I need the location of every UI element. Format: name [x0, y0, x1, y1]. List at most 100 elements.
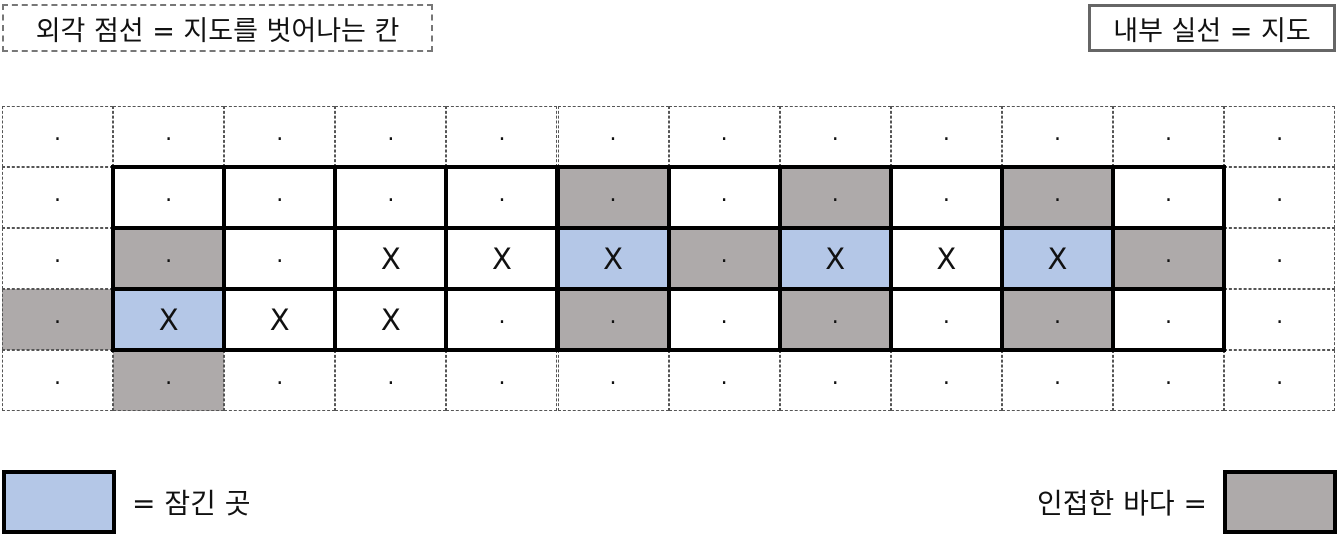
legend-adjacent-sea-label: 인접한 바다 =	[1036, 487, 1207, 520]
grid-cell-r1-c6: .	[668, 167, 780, 228]
grid-cell-r1-c8: .	[890, 167, 1002, 228]
map-cell-border	[777, 287, 893, 352]
grid-cell-r4-c9: .	[1001, 350, 1113, 411]
map-cell-border	[888, 226, 1004, 291]
map-cell-border	[111, 226, 227, 291]
map-cell-border	[444, 226, 560, 291]
legend-outside-map: 외각 점선 = 지도를 벗어나는 칸	[2, 4, 433, 52]
map-cell-border	[111, 165, 227, 230]
grid-cell-r4-c4: .	[446, 350, 558, 411]
map-cell-border	[333, 226, 449, 291]
legend-submerged-label: = 잠긴 곳	[132, 487, 251, 520]
grid-cell-r0-c5: .	[557, 106, 669, 167]
legend-submerged-swatch	[2, 470, 116, 534]
grid-cell-r1-c9: .	[1001, 167, 1113, 228]
grid-cell-r1-c1: .	[113, 167, 225, 228]
grid-cell-r0-c7: .	[779, 106, 891, 167]
grid-cell-r2-c2: .	[224, 228, 336, 289]
map-cell-border	[555, 226, 671, 291]
grid-cell-r0-c1: .	[113, 106, 225, 167]
grid-cell-r4-c2: .	[224, 350, 336, 411]
legend-adjacent-sea: 인접한 바다 =	[1037, 470, 1337, 534]
map-cell-border	[444, 165, 560, 230]
grid-cell-r2-c1: .	[113, 228, 225, 289]
grid-cell-r0-c4: .	[446, 106, 558, 167]
grid-cell-r0-c0: .	[2, 106, 114, 167]
map-cell-border	[444, 287, 560, 352]
grid-cell-r4-c3: .	[335, 350, 447, 411]
map-cell-border	[1111, 165, 1227, 230]
grid-cell-r4-c6: .	[668, 350, 780, 411]
map-cell-border	[222, 226, 338, 291]
map-cell-border	[666, 287, 782, 352]
grid-cell-r4-c8: .	[890, 350, 1002, 411]
grid-cell-r3-c3: X	[335, 289, 447, 350]
grid-cell-r0-c2: .	[224, 106, 336, 167]
legend-adjacent-sea-swatch	[1223, 470, 1337, 534]
grid-cell-r0-c9: .	[1001, 106, 1113, 167]
grid-cell-r2-c6: .	[668, 228, 780, 289]
grid-cell-r3-c0: .	[2, 289, 114, 350]
grid-cell-r3-c5: .	[557, 289, 669, 350]
grid-cell-r1-c7: .	[779, 167, 891, 228]
legend-map-area-label: 내부 실선 = 지도	[1113, 15, 1311, 47]
map-cell-border	[222, 165, 338, 230]
map-cell-border	[666, 165, 782, 230]
grid-cell-r4-c1: .	[113, 350, 225, 411]
map-cell-border	[888, 165, 1004, 230]
map-cell-border	[333, 287, 449, 352]
grid-cell-r2-c4: X	[446, 228, 558, 289]
grid-cell-r0-c8: .	[890, 106, 1002, 167]
grid-cell-r4-c0: .	[2, 350, 114, 411]
map-cell-border	[222, 287, 338, 352]
grid-cell-r2-c3: X	[335, 228, 447, 289]
map-cell-border	[555, 287, 671, 352]
grid-cell-r2-c11: .	[1224, 228, 1336, 289]
map-cell-border	[666, 226, 782, 291]
grid-cell-r3-c9: .	[1001, 289, 1113, 350]
map-cell-border	[1111, 226, 1227, 291]
grid-cell-r3-c4: .	[446, 289, 558, 350]
grid-cell-r2-c0: .	[2, 228, 114, 289]
grid-cell-r3-c1: X	[113, 289, 225, 350]
grid-cell-r4-c5: .	[557, 350, 669, 411]
grid-cell-r4-c11: .	[1224, 350, 1336, 411]
grid-cell-r3-c7: .	[779, 289, 891, 350]
map-cell-border	[1111, 287, 1227, 352]
map-cell-border	[888, 287, 1004, 352]
grid-cell-r0-c10: .	[1113, 106, 1225, 167]
grid-cell-r2-c8: X	[890, 228, 1002, 289]
grid-cell-r2-c5: X	[557, 228, 669, 289]
grid-cell-r1-c5: .	[557, 167, 669, 228]
grid-cell-r0-c11: .	[1224, 106, 1336, 167]
grid-cell-r3-c6: .	[668, 289, 780, 350]
grid-cell-r1-c4: .	[446, 167, 558, 228]
map-cell-border	[777, 226, 893, 291]
grid-cell-r4-c10: .	[1113, 350, 1225, 411]
grid-cell-r3-c2: X	[224, 289, 336, 350]
grid-cell-r1-c3: .	[335, 167, 447, 228]
legend-submerged: = 잠긴 곳	[2, 470, 251, 534]
map-cell-border	[777, 165, 893, 230]
grid-cell-r1-c0: .	[2, 167, 114, 228]
grid-cell-r2-c7: X	[779, 228, 891, 289]
grid-cell-r3-c11: .	[1224, 289, 1336, 350]
grid-cell-r2-c10: .	[1113, 228, 1225, 289]
grid-cell-r0-c6: .	[668, 106, 780, 167]
grid-cell-r3-c10: .	[1113, 289, 1225, 350]
grid-cell-r1-c2: .	[224, 167, 336, 228]
map-cell-border	[999, 287, 1115, 352]
map-cell-border	[555, 165, 671, 230]
grid-cell-r2-c9: X	[1001, 228, 1113, 289]
map-cell-border	[333, 165, 449, 230]
legend-outside-map-label: 외각 점선 = 지도를 벗어나는 칸	[35, 15, 400, 47]
map-cell-border	[111, 287, 227, 352]
map-cell-border	[999, 165, 1115, 230]
grid-cell-r3-c8: .	[890, 289, 1002, 350]
grid-cell-r1-c10: .	[1113, 167, 1225, 228]
grid-cell-r1-c11: .	[1224, 167, 1336, 228]
map-cell-border	[999, 226, 1115, 291]
grid-cell-r0-c3: .	[335, 106, 447, 167]
legend-map-area: 내부 실선 = 지도	[1088, 4, 1336, 52]
